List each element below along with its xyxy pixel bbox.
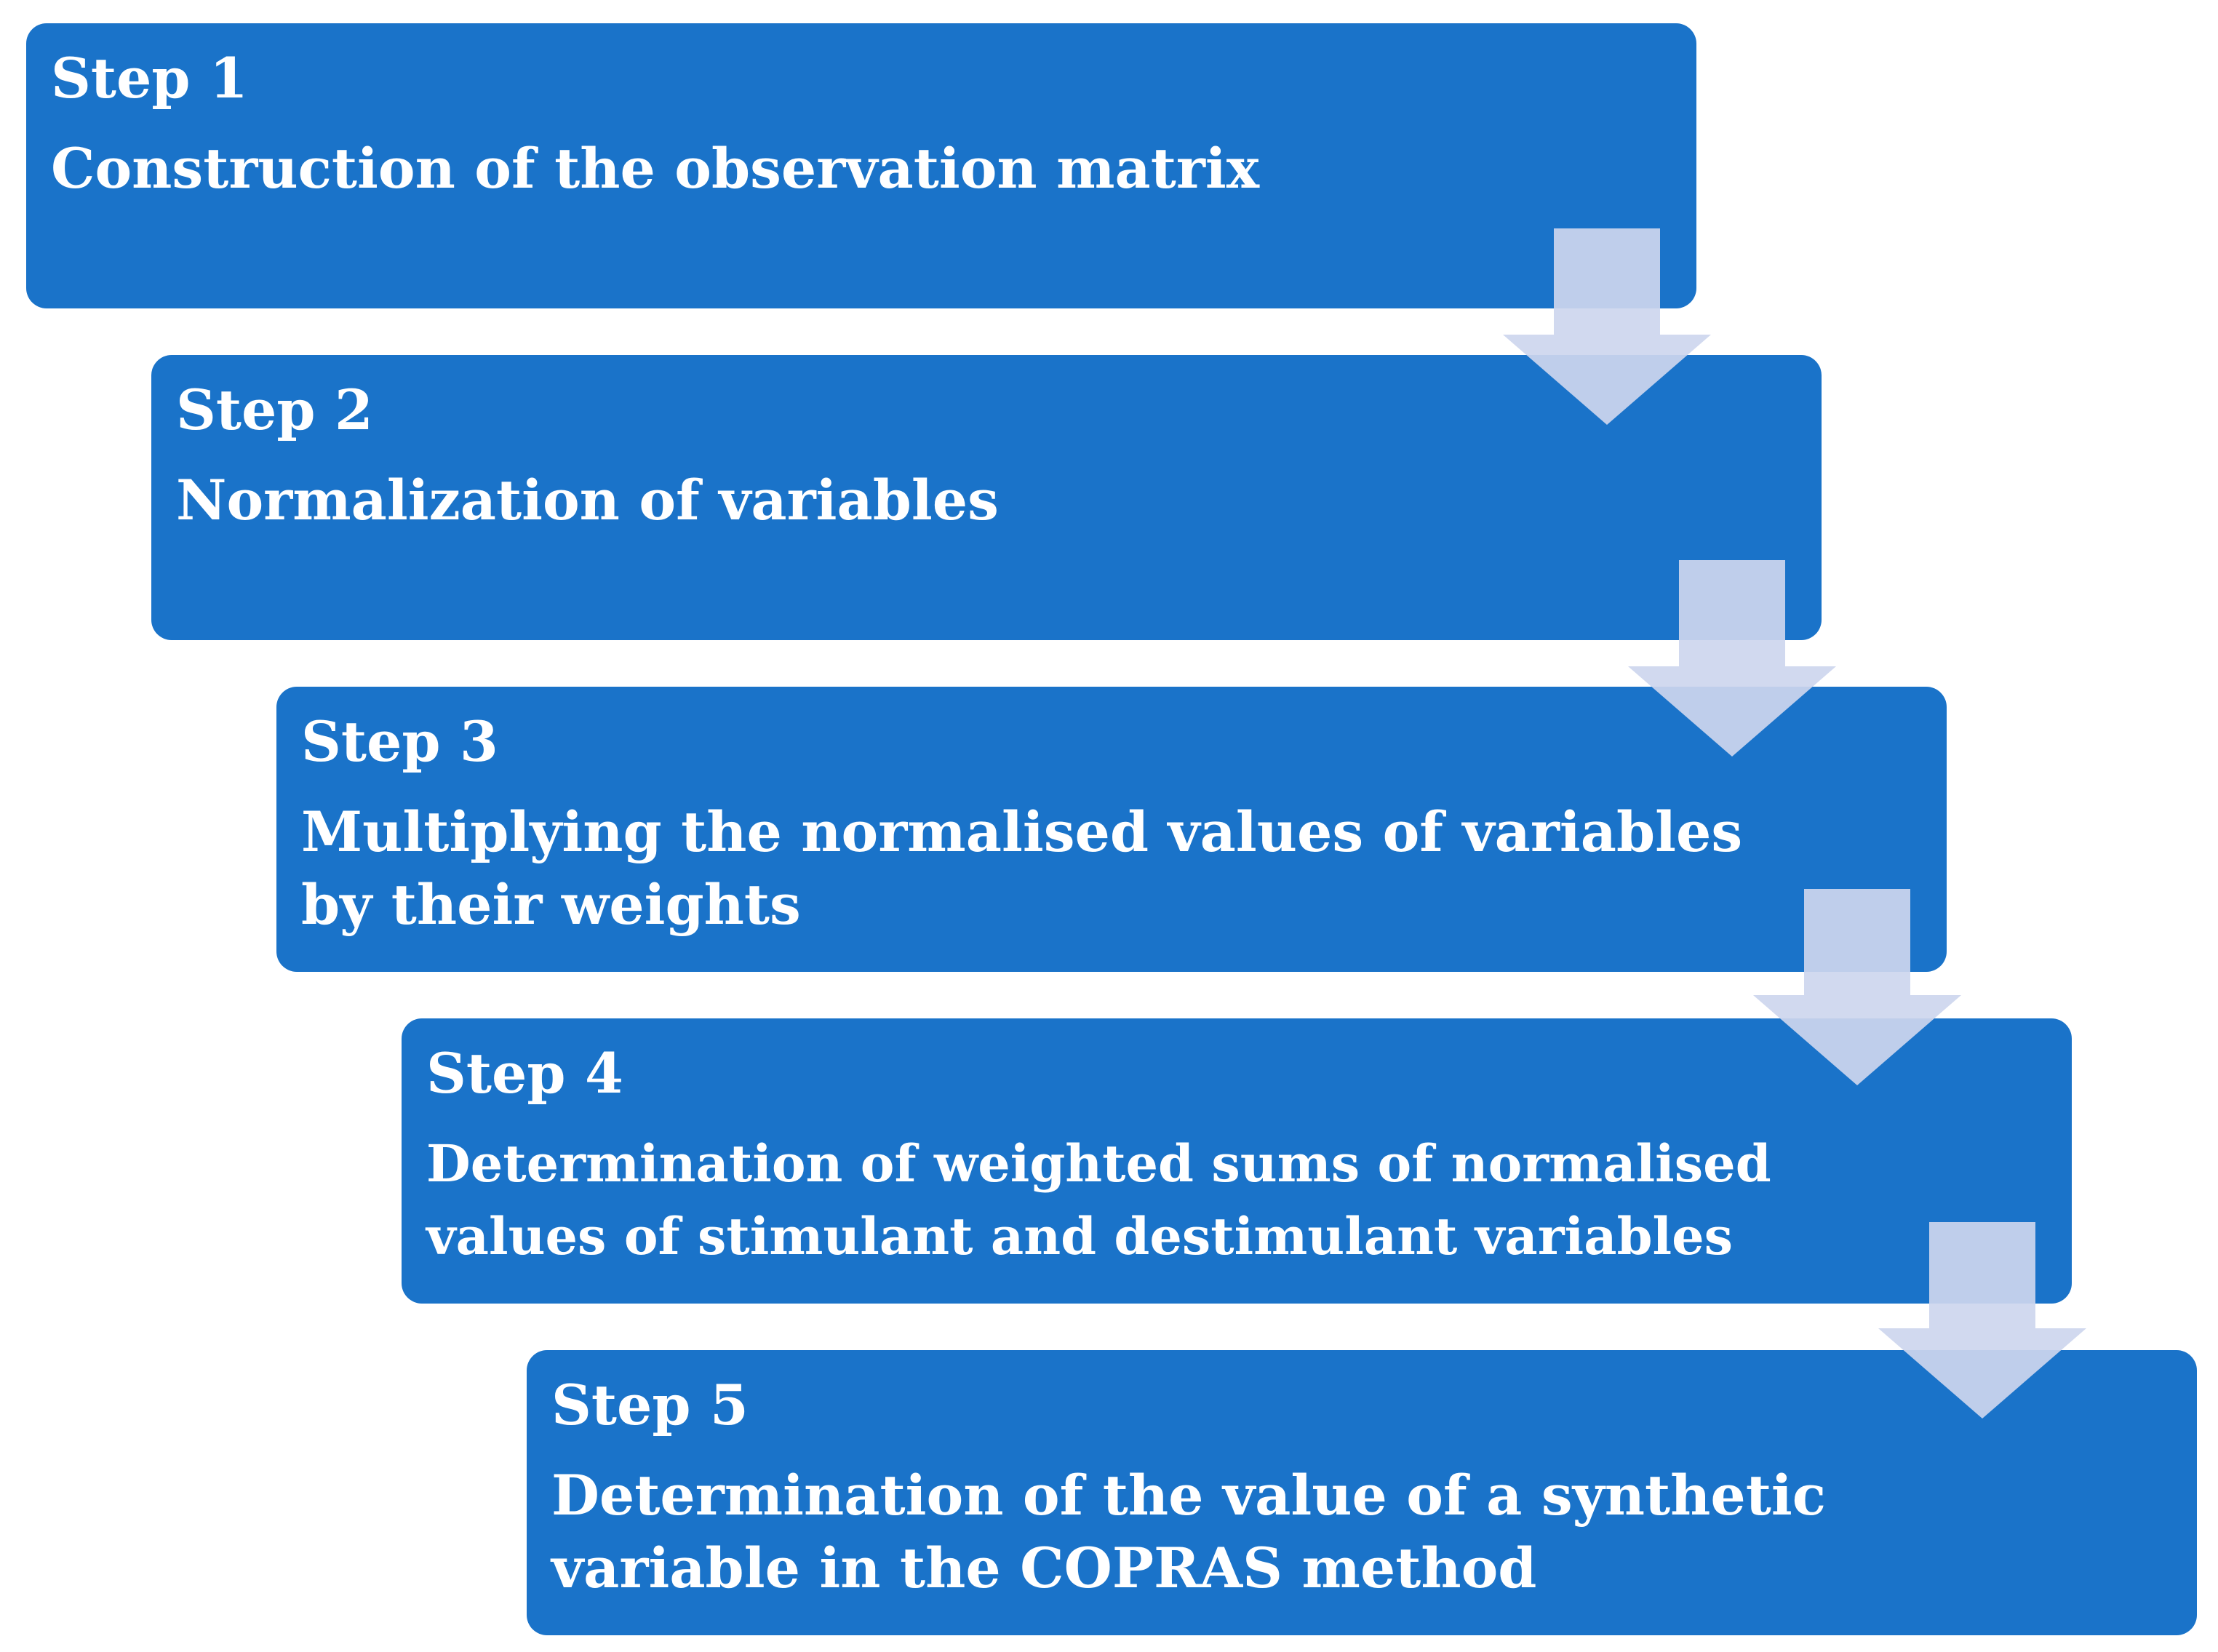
step-2-box: Step 2 Normalization of variables	[151, 355, 1822, 640]
step-4-box: Step 4 Determination of weighted sums of…	[402, 1018, 2072, 1304]
step-2-heading: Step 2	[176, 378, 373, 442]
step-1-heading: Step 1	[51, 46, 248, 111]
step-3-box: Step 3 Multiplying the normalised values…	[276, 687, 1947, 972]
step-1-box: Step 1 Construction of the observation m…	[26, 23, 1696, 308]
step-3-heading: Step 3	[301, 709, 498, 774]
step-5-heading: Step 5	[551, 1373, 749, 1437]
step-5-box: Step 5 Determination of the value of a s…	[527, 1350, 2197, 1635]
step-4-description: Determination of weighted sums of normal…	[426, 1133, 1771, 1266]
step-1-description: Construction of the observation matrix	[51, 136, 1260, 201]
step-5-description: Determination of the value of a syntheti…	[551, 1463, 1827, 1600]
step-3-description: Multiplying the normalised values of var…	[301, 799, 1743, 937]
step-2-description: Normalization of variables	[176, 468, 999, 532]
step-4-heading: Step 4	[426, 1041, 623, 1106]
